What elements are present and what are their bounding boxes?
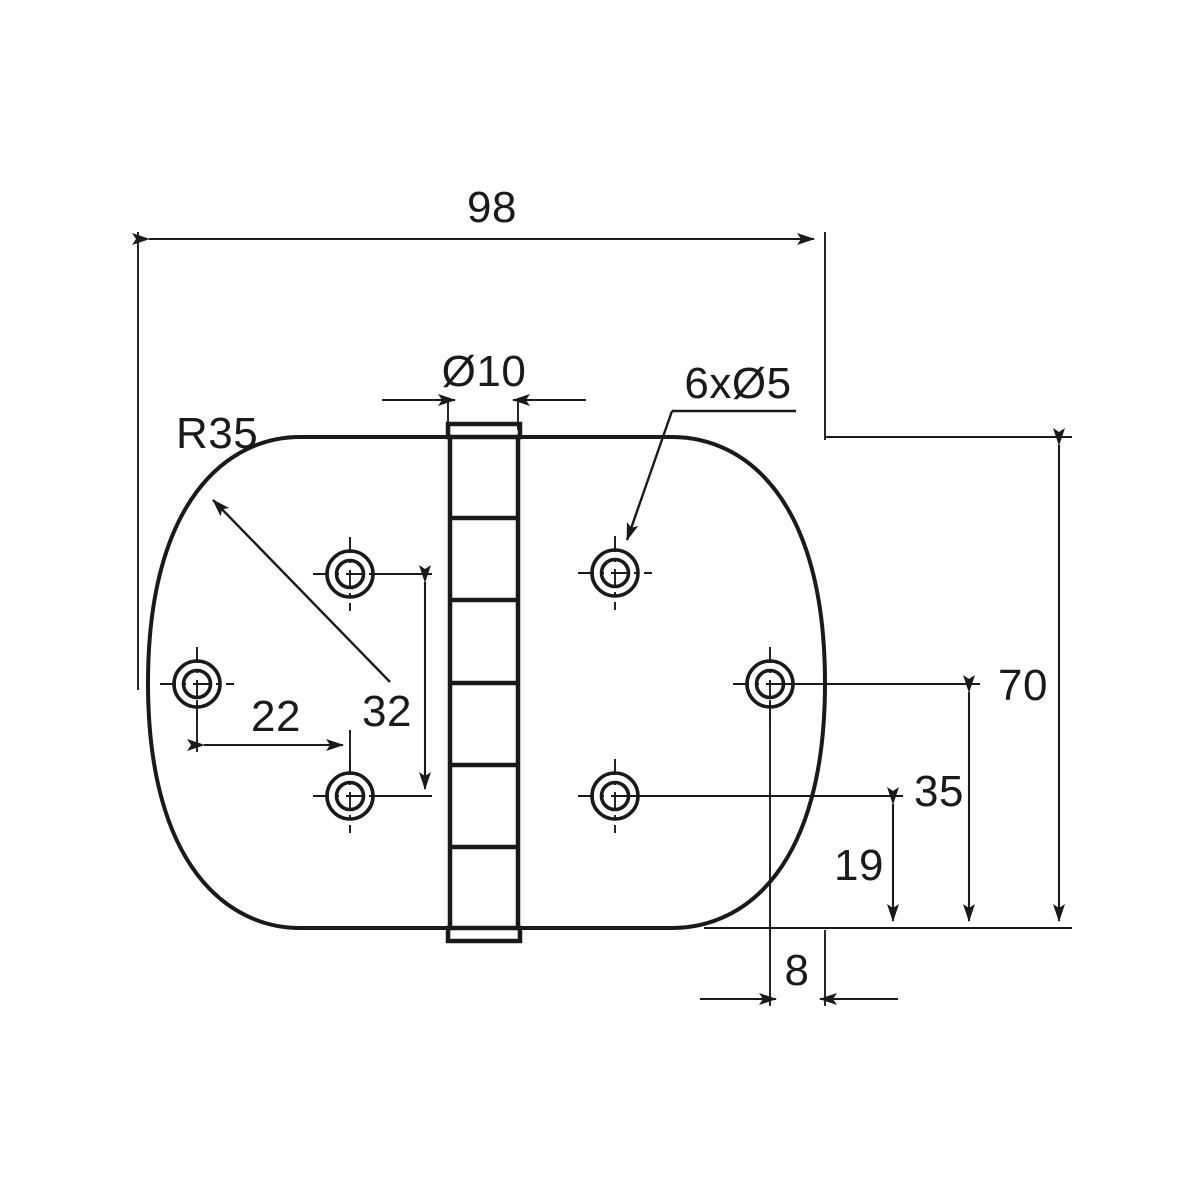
callout-holes: 6xØ5 — [625, 359, 796, 541]
dimension-label-19: 19 — [834, 841, 884, 890]
hinge-knuckle-column — [445, 421, 523, 944]
dimension-label-22: 22 — [251, 692, 301, 741]
knuckle-bottom-cap — [445, 925, 523, 944]
callout-corner-radius: R35 — [176, 409, 391, 683]
dimension-label-32: 32 — [362, 687, 412, 736]
dimension-label-6xD5: 6xØ5 — [684, 359, 791, 408]
dimension-label-8: 8 — [785, 946, 810, 995]
dimension-hole-to-bottom-upper: 35 — [770, 675, 980, 922]
dimension-hole-to-bottom-lower: 19 — [615, 787, 903, 922]
dimension-label-pin-diameter: Ø10 — [442, 347, 527, 396]
dimension-overall-width: 98 — [132, 183, 826, 690]
dimension-label-R35: R35 — [176, 409, 258, 458]
dimension-pin-diameter: Ø10 — [382, 347, 586, 430]
dimension-label-35: 35 — [914, 767, 964, 816]
dimension-hole-edge-offset: 8 — [700, 700, 898, 1006]
hinge-body-outline — [146, 435, 827, 930]
dimension-label-98: 98 — [467, 183, 517, 232]
dimension-hole-spacing-horizontal: 22 — [187, 692, 351, 775]
dimension-label-70: 70 — [998, 661, 1048, 710]
dimension-hole-spacing-vertical: 32 — [362, 565, 432, 797]
dimension-overall-height: 70 — [704, 428, 1072, 929]
knuckle-top-cap — [445, 421, 523, 440]
mounting-hole — [578, 536, 652, 610]
